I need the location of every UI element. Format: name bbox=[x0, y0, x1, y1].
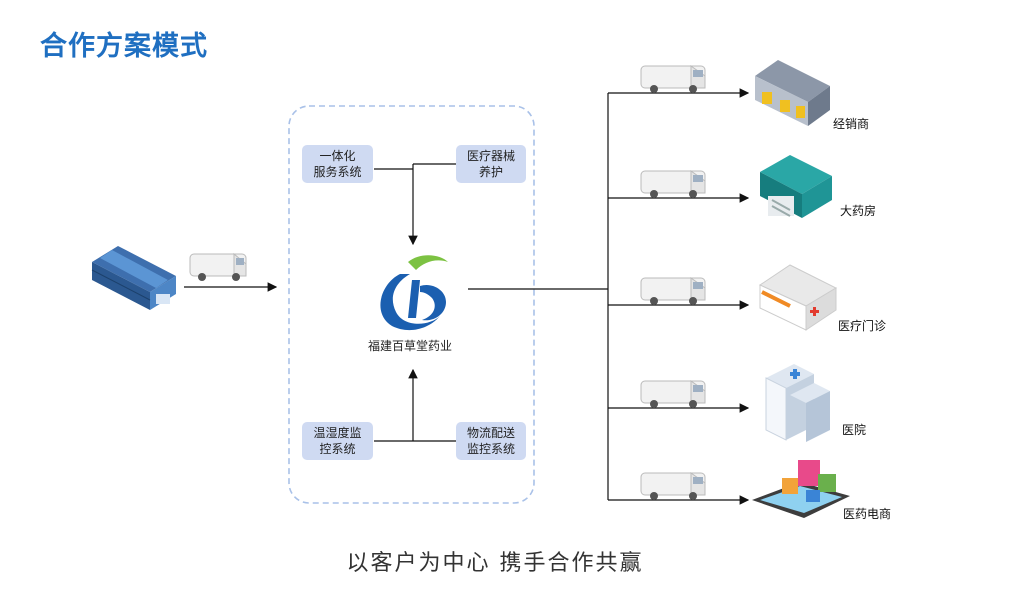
route-van-icon bbox=[640, 472, 706, 500]
destination-label: 医院 bbox=[842, 423, 867, 437]
page-title: 合作方案模式 bbox=[40, 31, 208, 62]
logistics-monitor-box: 物流配送 监控系统 bbox=[456, 422, 526, 460]
distributor-warehouse-icon bbox=[755, 60, 830, 126]
integrated-service-box: 一体化 服务系统 bbox=[302, 145, 373, 183]
destination-label: 医药电商 bbox=[843, 507, 892, 521]
slogan: 以客户为中心 携手合作共赢 bbox=[346, 551, 644, 576]
company-name: 福建百草堂药业 bbox=[367, 339, 452, 353]
source-warehouse-icon bbox=[91, 246, 176, 310]
source-van-icon bbox=[189, 252, 247, 281]
hospital-building-icon bbox=[765, 364, 830, 442]
pharmacy-building-icon bbox=[760, 155, 832, 218]
route-van-icon bbox=[640, 277, 706, 305]
temp-humidity-box: 温湿度监 控系统 bbox=[302, 422, 373, 460]
route-van-icon bbox=[640, 380, 706, 408]
platform-container bbox=[288, 105, 535, 504]
company-logo-icon bbox=[380, 255, 448, 331]
destination-label: 经销商 bbox=[833, 117, 870, 131]
ecommerce-icon bbox=[752, 460, 850, 518]
clinic-building-icon bbox=[758, 264, 838, 331]
route-van-icon bbox=[640, 170, 706, 198]
route-van-icon bbox=[640, 65, 706, 93]
destination-label: 大药房 bbox=[840, 204, 877, 218]
device-maintenance-box: 医疗器械 养护 bbox=[456, 145, 526, 183]
destination-label: 医疗门诊 bbox=[838, 319, 887, 333]
